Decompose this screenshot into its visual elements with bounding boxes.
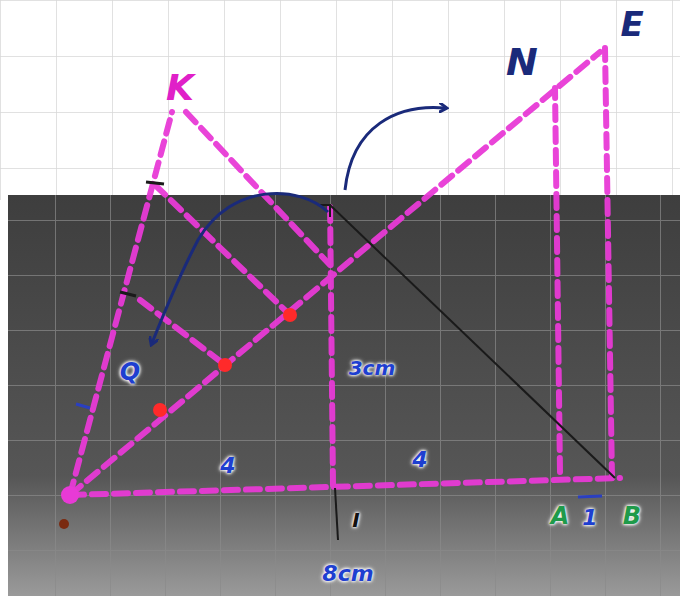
dimension-label: 8cm [322,563,373,585]
point-label: I [352,510,359,530]
parallel-line [155,185,290,315]
tick-mark [146,182,164,184]
vertex-label: K [166,70,194,106]
point-dot [218,358,232,372]
rotation-arc [152,193,328,343]
dimension-label: 3cm [349,358,396,378]
point-dot [283,308,297,322]
base-line [70,478,620,495]
dimension-label: 4 [220,455,235,477]
mark-line [335,488,338,540]
parallel-line [140,300,225,365]
paper-grid [0,0,680,200]
side-line [70,112,172,495]
hypotenuse-line [330,205,615,478]
photo-grid [8,195,680,596]
point-label: Q [120,360,140,384]
tick-mark [76,404,90,408]
vertical-line-b [605,48,612,478]
dimension-label: 1 [582,507,597,529]
vertex-label: E [620,7,643,41]
vertex-label: N [506,43,538,81]
height-line [330,200,333,485]
point-label: A [551,504,570,528]
origin-dot [61,486,79,504]
side-line [186,112,330,265]
origin-dot [59,519,69,529]
point-dot [153,403,167,417]
photo-ground [8,195,680,596]
tick-mark [120,292,136,296]
vertical-line-a [555,88,560,472]
dimension-label: 4 [412,449,427,471]
rotation-arrow [345,108,445,190]
diagonal-line [70,52,600,495]
point-label: B [623,504,641,528]
tick-mark [578,496,602,497]
